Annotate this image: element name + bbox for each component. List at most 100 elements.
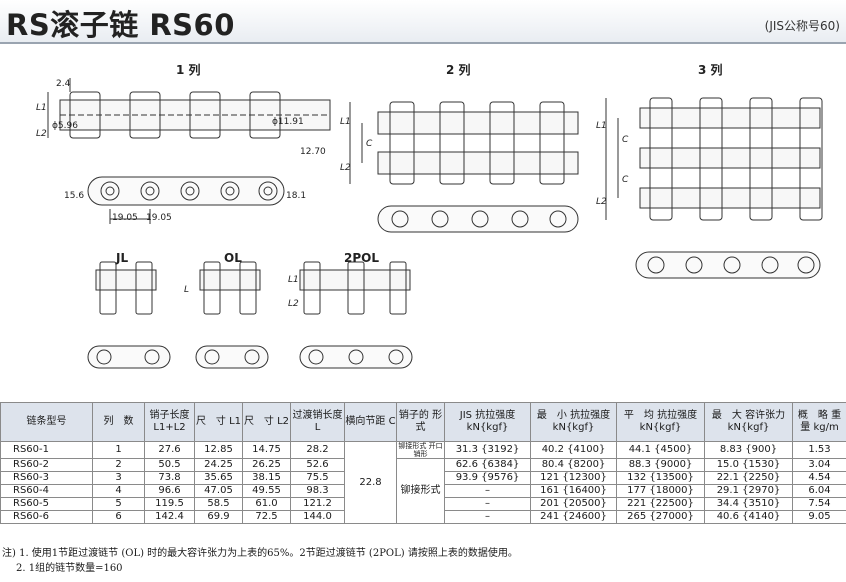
cell-rows: 6 xyxy=(92,510,145,524)
cell-pin-length: 73.8 xyxy=(144,471,195,485)
dim-c-double: C xyxy=(366,139,373,149)
col-header: 平 均 抗拉强度 kN{kgf} xyxy=(616,402,705,442)
cell-model: RS60-3 xyxy=(0,471,93,485)
cell-transition-pin: 52.6 xyxy=(290,458,345,472)
spec-table-header: 链条型号 列 数 销子长度 L1+L2 尺 寸 L1 尺 寸 L2 过渡销长度 … xyxy=(0,402,846,442)
cell-model: RS60-6 xyxy=(0,510,93,524)
double-row-top-view xyxy=(349,101,579,185)
dim-l2-double: L2 xyxy=(340,163,351,173)
col-header: 横向节距 C xyxy=(344,402,397,442)
dim-l-ol: L xyxy=(184,285,189,295)
cell-jis-strength: – xyxy=(444,510,531,524)
view-label-triple: 3 列 xyxy=(698,62,723,77)
footnote-1: 注) 1. 使用1节距过渡链节 (OL) 时的最大容许张力为上表的65%。2节距… xyxy=(2,548,518,559)
table-row: RS60-6 6 142.4 69.9 72.5 144.0 – 241 {24… xyxy=(0,510,846,524)
cell-pin-type-single: 铆接形式 开口销形 xyxy=(396,441,445,459)
cell-avg-strength: 44.1 {4500} xyxy=(616,441,705,459)
cell-l2: 14.75 xyxy=(242,441,291,459)
spec-table: 链条型号 列 数 销子长度 L1+L2 尺 寸 L1 尺 寸 L2 过渡销长度 … xyxy=(0,402,846,524)
cell-model: RS60-4 xyxy=(0,484,93,498)
chain-drawings: 1 列 2 列 3 列 JL OL 2POL 2.4 ϕ5.96 ϕ11.91 … xyxy=(36,62,823,369)
page-header: RS滚子链 RS60 (JIS公称号60) xyxy=(0,0,846,44)
cell-max-tension: 22.1 {2250} xyxy=(704,471,793,485)
col-header: 列 数 xyxy=(92,402,145,442)
dim-l1-2pol: L1 xyxy=(288,275,299,285)
cell-rows: 5 xyxy=(92,497,145,511)
cell-jis-strength: – xyxy=(444,497,531,511)
cell-l2: 26.25 xyxy=(242,458,291,472)
cell-max-tension: 15.0 {1530} xyxy=(704,458,793,472)
table-row: RS60-1 1 27.6 12.85 14.75 28.2 22.8 铆接形式… xyxy=(0,441,846,524)
cell-l1: 47.05 xyxy=(194,484,243,498)
table-row: RS60-3 3 73.8 35.65 38.15 75.5 93.9 {957… xyxy=(0,471,846,485)
cell-weight: 7.54 xyxy=(792,497,846,511)
dim-l2-triple: L2 xyxy=(596,197,607,207)
cell-transition-pin: 75.5 xyxy=(290,471,345,485)
cell-weight: 9.05 xyxy=(792,510,846,524)
single-row-side-view xyxy=(87,176,285,224)
cell-max-tension: 29.1 {2970} xyxy=(704,484,793,498)
triple-row-top-view xyxy=(605,97,823,221)
cell-pin-length: 27.6 xyxy=(144,441,195,459)
view-label-jl: JL xyxy=(115,251,128,265)
col-header: 销子的 形 式 xyxy=(396,402,452,442)
footnotes: 注) 1. 使用1节距过渡链节 (OL) 时的最大容许张力为上表的65%。2节距… xyxy=(2,546,518,576)
cell-rows: 1 xyxy=(92,441,145,459)
col-header: 尺 寸 L2 xyxy=(242,402,291,442)
cell-pin-length: 142.4 xyxy=(144,510,195,524)
col-header: JIS 抗拉强度 kN{kgf} xyxy=(444,402,531,442)
jl-link-drawing xyxy=(87,261,171,369)
cell-l1: 24.25 xyxy=(194,458,243,472)
col-header: 最 小 抗拉强度 kN{kgf} xyxy=(530,402,617,442)
cell-min-strength: 40.2 {4100} xyxy=(530,441,617,459)
triple-row-side-view xyxy=(635,251,821,279)
cell-avg-strength: 88.3 {9000} xyxy=(616,458,705,472)
dim-pitch-2: 19.05 xyxy=(146,213,172,223)
cell-jis-strength: 31.3 {3192} xyxy=(444,441,531,459)
page-title: RS滚子链 RS60 xyxy=(6,8,235,42)
dim-c-triple-1: C xyxy=(622,135,629,145)
col-header: 概 略 重 量 kg/m xyxy=(792,402,846,442)
cell-weight: 3.04 xyxy=(792,458,846,472)
dim-l1-double: L1 xyxy=(340,117,351,127)
cell-min-strength: 80.4 {8200} xyxy=(530,458,617,472)
col-header: 链条型号 xyxy=(0,402,93,442)
cell-avg-strength: 265 {27000} xyxy=(616,510,705,524)
cell-transition-pin: 121.2 xyxy=(290,497,345,511)
dim-plate-height-large: 18.1 xyxy=(286,191,306,201)
cell-jis-strength: 93.9 {9576} xyxy=(444,471,531,485)
2pol-link-drawing xyxy=(299,261,413,369)
dim-l2-single: L2 xyxy=(36,129,47,139)
table-row: RS60-5 5 119.5 58.5 61.0 121.2 – 201 {20… xyxy=(0,497,846,511)
cell-jis-strength: 62.6 {6384} xyxy=(444,458,531,472)
cell-max-tension: 34.4 {3510} xyxy=(704,497,793,511)
cell-avg-strength: 221 {22500} xyxy=(616,497,705,511)
cell-l2: 72.5 xyxy=(242,510,291,524)
view-label-double: 2 列 xyxy=(446,62,471,77)
footnote-2: 2. 1组的链节数量=160 xyxy=(16,563,123,574)
table-row: RS60-2 2 50.5 24.25 26.25 52.6 铆接形式 62.6… xyxy=(0,458,846,524)
cell-min-strength: 201 {20500} xyxy=(530,497,617,511)
cell-pin-type-multi: 铆接形式 xyxy=(396,458,445,524)
dim-l1-triple: L1 xyxy=(596,121,607,131)
col-header: 尺 寸 L1 xyxy=(194,402,243,442)
view-label-2pol: 2POL xyxy=(344,251,379,265)
cell-model: RS60-2 xyxy=(0,458,93,472)
cell-pin-length: 96.6 xyxy=(144,484,195,498)
cell-l1: 69.9 xyxy=(194,510,243,524)
col-header: 销子长度 L1+L2 xyxy=(144,402,195,442)
cell-pin-length: 50.5 xyxy=(144,458,195,472)
cell-transition-pin: 98.3 xyxy=(290,484,345,498)
cell-transition-pin: 144.0 xyxy=(290,510,345,524)
view-label-single: 1 列 xyxy=(176,62,201,77)
cell-transition-pin: 28.2 xyxy=(290,441,345,459)
cell-weight: 4.54 xyxy=(792,471,846,485)
cell-rows: 2 xyxy=(92,458,145,472)
view-label-ol: OL xyxy=(224,251,242,265)
cell-model: RS60-1 xyxy=(0,441,93,459)
dim-l2-2pol: L2 xyxy=(288,299,299,309)
cell-rows: 3 xyxy=(92,471,145,485)
cell-avg-strength: 132 {13500} xyxy=(616,471,705,485)
cell-rows: 4 xyxy=(92,484,145,498)
dim-roller-diameter: ϕ11.91 xyxy=(272,117,304,127)
